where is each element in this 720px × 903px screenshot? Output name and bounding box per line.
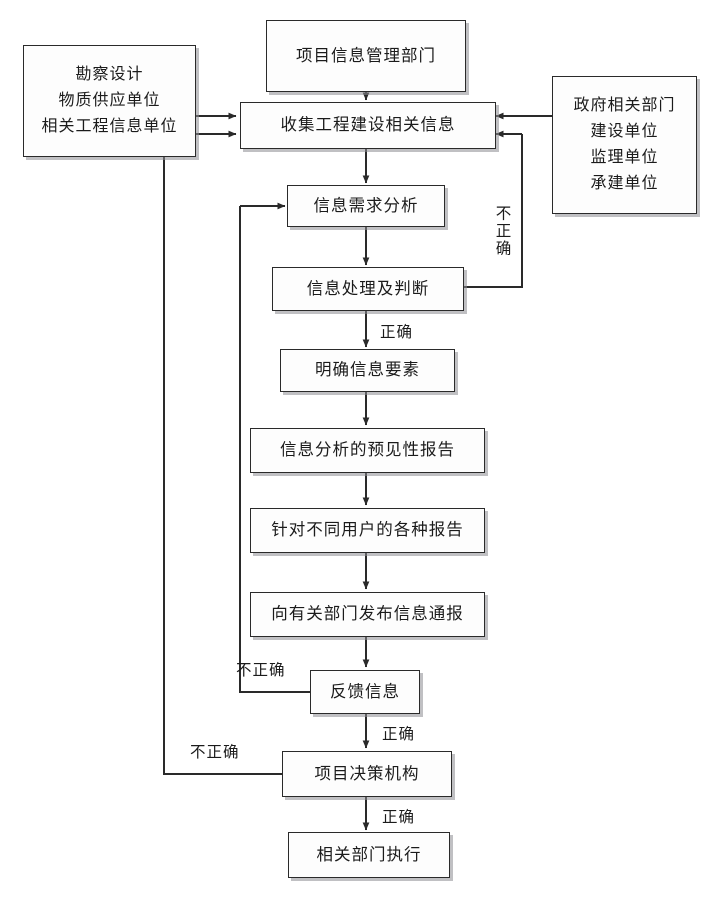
edge-label-incorrect-decision: 不正确 [190, 744, 240, 761]
node-demand-analysis-line-0: 信息需求分析 [313, 195, 419, 215]
edge-label-incorrect-right: 不正确 [493, 205, 511, 258]
node-collect-line-0: 收集工程建设相关信息 [280, 115, 456, 135]
node-right-sources[interactable]: 政府相关部门 建设单位 监理单位 承建单位 [552, 76, 697, 214]
node-process-judge-line-0: 信息处理及判断 [306, 278, 430, 298]
edge-label-correct-after-feedback: 正确 [382, 726, 416, 743]
node-left-sources-line-2: 相关工程信息单位 [41, 117, 178, 135]
node-right-sources-line-0: 政府相关部门 [573, 97, 676, 115]
node-collect[interactable]: 收集工程建设相关信息 [240, 102, 496, 149]
node-clarify-elements[interactable]: 明确信息要素 [280, 349, 455, 392]
node-top-center[interactable]: 项目信息管理部门 [266, 20, 466, 92]
edge-label-correct-after-decision: 正确 [382, 809, 416, 826]
node-publish-bulletin[interactable]: 向有关部门发布信息通报 [250, 592, 485, 637]
node-foresight-report-line-0: 信息分析的预见性报告 [280, 440, 455, 460]
node-left-sources-line-1: 物质供应单位 [58, 92, 161, 110]
node-right-sources-line-1: 建设单位 [590, 123, 659, 141]
edge-label-correct-after-judge: 正确 [380, 324, 414, 341]
node-right-sources-line-3: 承建单位 [590, 174, 659, 192]
node-feedback[interactable]: 反馈信息 [310, 670, 420, 714]
node-top-center-line-0: 项目信息管理部门 [296, 45, 436, 65]
node-left-sources-line-0: 勘察设计 [75, 66, 144, 84]
node-right-sources-line-2: 监理单位 [590, 149, 659, 166]
node-demand-analysis[interactable]: 信息需求分析 [287, 185, 445, 227]
node-clarify-elements-line-0: 明确信息要素 [315, 360, 420, 380]
node-publish-bulletin-line-0: 向有关部门发布信息通报 [271, 604, 464, 624]
node-feedback-line-0: 反馈信息 [330, 681, 400, 701]
node-user-reports[interactable]: 针对不同用户的各种报告 [250, 508, 485, 553]
node-foresight-report[interactable]: 信息分析的预见性报告 [250, 428, 485, 473]
edge-label-incorrect-feedback: 不正确 [236, 662, 286, 679]
wire-judge-incorrect-loop [464, 134, 523, 288]
node-decision-body-line-0: 项目决策机构 [314, 763, 420, 783]
node-left-sources[interactable]: 勘察设计 物质供应单位 相关工程信息单位 [23, 45, 196, 157]
node-user-reports-line-0: 针对不同用户的各种报告 [271, 520, 464, 540]
node-process-judge[interactable]: 信息处理及判断 [272, 267, 464, 311]
node-execute[interactable]: 相关部门执行 [288, 832, 450, 878]
node-execute-line-0: 相关部门执行 [316, 844, 422, 864]
node-decision-body[interactable]: 项目决策机构 [282, 751, 452, 797]
